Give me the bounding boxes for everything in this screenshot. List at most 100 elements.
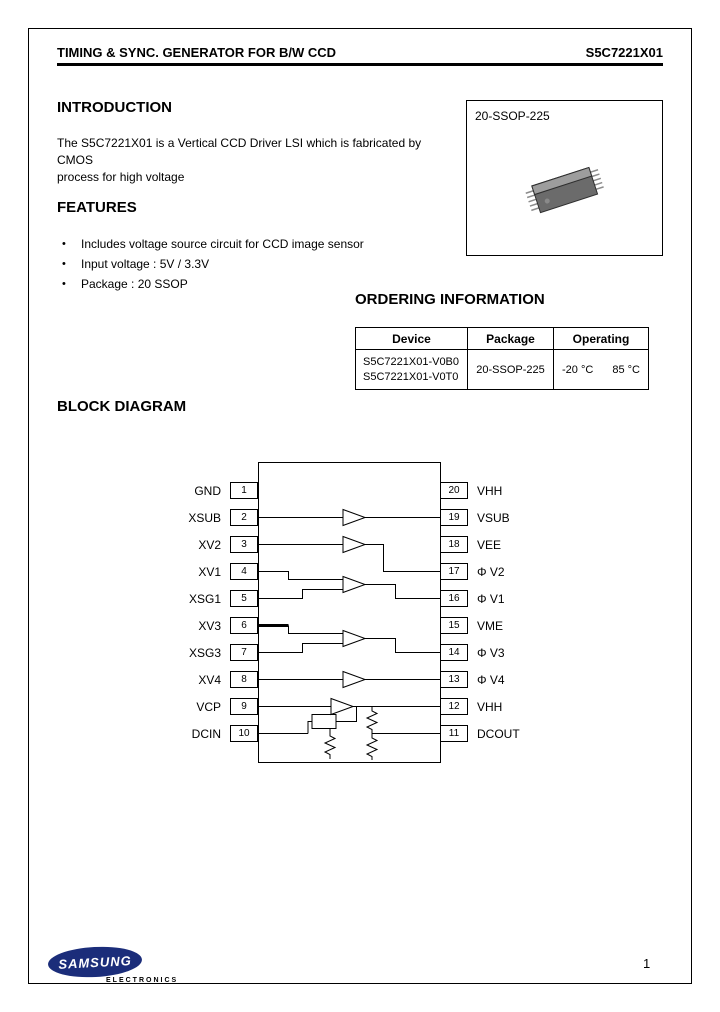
intro-line-2: process for high voltage [57,170,185,184]
pin-number-box: 7 [230,644,258,661]
pin-number-box: 4 [230,563,258,580]
pin-number-box: 16 [440,590,468,607]
pin-label: VEE [477,537,502,552]
pin-label: XSG3 [188,645,221,660]
pin-number-box: 18 [440,536,468,553]
pin-row: XSUB 2 [118,504,258,531]
pin-row: DCIN 10 [118,720,258,747]
pin-label: XV2 [198,537,221,552]
ssop-chip-drawing [525,166,604,214]
pin-label: XV3 [198,618,221,633]
pin-label: DCOUT [477,726,520,741]
pin-row: GND 1 [118,477,258,504]
page-number: 1 [643,956,651,971]
feature-item: • Input voltage : 5V / 3.3V [62,254,364,274]
ordering-heading: ORDERING INFORMATION [355,291,545,308]
pin-row: 18 VEE [440,531,610,558]
feature-text: Input voltage : 5V / 3.3V [81,257,210,271]
pin-number-box: 2 [230,509,258,526]
pin-number-box: 8 [230,671,258,688]
table-header-row: Device Package Operating [355,327,649,350]
pin-label: VCP [196,699,221,714]
right-pin-column: 20 VHH 19 VSUB 18 VEE 17 Φ V2 16 Φ V1 15… [440,477,610,747]
pin-label: VHH [477,699,503,714]
device-variant: S5C7221X01-V0T0 [363,370,459,383]
features-list: • Includes voltage source circuit for CC… [62,234,364,294]
pin-row: 16 Φ V1 [440,585,610,612]
pin-number-box: 14 [440,644,468,661]
block-diagram-heading: BLOCK DIAGRAM [57,398,187,415]
page-border [28,28,692,984]
cell-operating: -20 °C 85 °C [553,349,649,390]
feature-text: Package : 20 SSOP [81,277,188,291]
features-heading: FEATURES [57,199,137,216]
logo-text: SAMSUNG [57,952,133,972]
intro-line-1: The S5C7221X01 is a Vertical CCD Driver … [57,136,422,167]
operating-max: 85 °C [612,363,640,376]
col-header-device: Device [355,327,468,350]
pin-label: DCIN [191,726,221,741]
pin-number-box: 1 [230,482,258,499]
introduction-heading: INTRODUCTION [57,99,172,116]
pin-label: VME [477,618,504,633]
left-pin-column: GND 1 XSUB 2 XV2 3 XV1 4 XSG1 5 XV3 6 XS… [118,477,258,747]
pin-number-box: 3 [230,536,258,553]
cell-device: S5C7221X01-V0B0 S5C7221X01-V0T0 [355,349,468,390]
bullet-icon: • [62,278,66,290]
ic-body [258,462,441,763]
pin-row: XSG3 7 [118,639,258,666]
package-outline-box: 20-SSOP-225 [466,100,663,256]
pin-label: XV4 [198,672,221,687]
pin-number-box: 5 [230,590,258,607]
header-part-number: S5C7221X01 [585,45,663,60]
header-title: TIMING & SYNC. GENERATOR FOR B/W CCD [57,45,337,60]
electronics-label: ELECTRONICS [106,977,179,984]
package-type-label: 20-SSOP-225 [475,109,550,123]
pin-label: VHH [477,483,503,498]
pin-label: XSG1 [188,591,221,606]
pin-number-box: 15 [440,617,468,634]
pin-row: 20 VHH [440,477,610,504]
pin-number-box: 9 [230,698,258,715]
pin-row: XV3 6 [118,612,258,639]
pin-label: Φ V2 [477,564,505,579]
pin-label: Φ V4 [477,672,505,687]
pin-row: 19 VSUB [440,504,610,531]
pin-row: 17 Φ V2 [440,558,610,585]
pin-label: XSUB [188,510,221,525]
bullet-icon: • [62,258,66,270]
col-header-operating: Operating [553,327,649,350]
pin-label: GND [194,483,221,498]
pin-label: Φ V1 [477,591,505,606]
pin-number-box: 6 [230,617,258,634]
pin-row: XV1 4 [118,558,258,585]
pin-row: 12 VHH [440,693,610,720]
pin-row: 15 VME [440,612,610,639]
pin-number-box: 19 [440,509,468,526]
header-rule [57,63,663,66]
pin-number-box: 10 [230,725,258,742]
feature-item: • Includes voltage source circuit for CC… [62,234,364,254]
table-row: S5C7221X01-V0B0 S5C7221X01-V0T0 20-SSOP-… [355,349,649,390]
pin-number-box: 20 [440,482,468,499]
bullet-icon: • [62,238,66,250]
operating-min: -20 °C [561,363,594,376]
pin-number-box: 11 [440,725,468,742]
feature-item: • Package : 20 SSOP [62,274,364,294]
pin-row: 14 Φ V3 [440,639,610,666]
pin-row: 11 DCOUT [440,720,610,747]
pin-label: XV1 [198,564,221,579]
pin-number-box: 17 [440,563,468,580]
pin-label: Φ V3 [477,645,505,660]
pin-number-box: 13 [440,671,468,688]
feature-text: Includes voltage source circuit for CCD … [81,237,364,251]
pin-row: 13 Φ V4 [440,666,610,693]
pin-row: VCP 9 [118,693,258,720]
device-variant: S5C7221X01-V0B0 [363,355,460,368]
pin-number-box: 12 [440,698,468,715]
pin-row: XSG1 5 [118,585,258,612]
pin-row: XV4 8 [118,666,258,693]
col-header-package: Package [467,327,554,350]
introduction-paragraph: The S5C7221X01 is a Vertical CCD Driver … [57,135,457,186]
